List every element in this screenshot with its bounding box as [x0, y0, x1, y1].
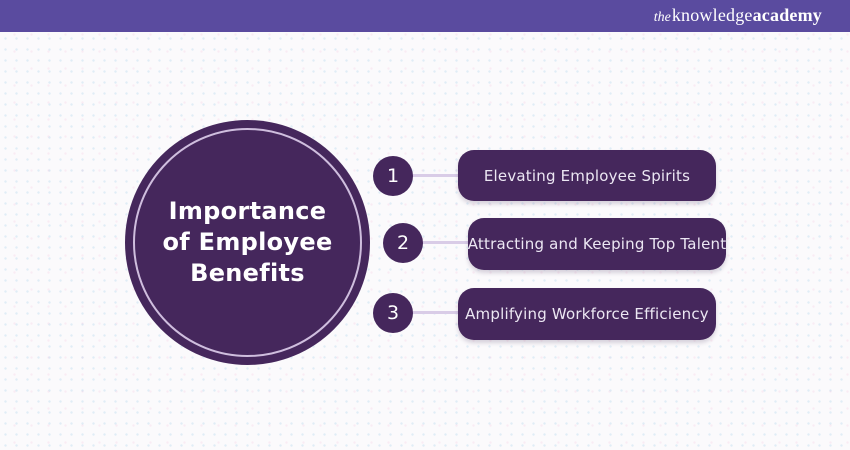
brand-logo-the: the: [653, 9, 671, 25]
step-3-benefit-pill: Amplifying Workforce Efficiency: [458, 288, 716, 340]
header-bar: theknowledgeacademy: [0, 0, 850, 32]
step-3-connector-line: [408, 311, 464, 314]
diagram-title-line-1: Importance: [168, 197, 327, 225]
diagram-title-line-3: Benefits: [190, 259, 305, 287]
step-2-benefit-label: Attracting and Keeping Top Talent: [467, 235, 727, 253]
step-1-benefit-label: Elevating Employee Spirits: [483, 166, 691, 185]
step-1-connector-line: [408, 174, 464, 177]
central-topic-circle: Importance of Employee Benefits: [125, 120, 370, 365]
brand-logo-knowledge: knowledge: [671, 4, 753, 25]
diagram-title-line-2: of Employee: [162, 228, 333, 256]
step-1-benefit-pill: Elevating Employee Spirits: [458, 150, 716, 201]
step-1-number-badge: 1: [373, 156, 413, 196]
step-2-benefit-pill: Attracting and Keeping Top Talent: [468, 218, 726, 270]
brand-logo: theknowledgeacademy: [654, 0, 822, 34]
step-2-number-badge: 2: [383, 223, 423, 263]
step-3-number-badge: 3: [373, 293, 413, 333]
diagram-title: Importance of Employee Benefits: [162, 196, 332, 289]
step-3-benefit-label: Amplifying Workforce Efficiency: [465, 305, 709, 323]
brand-logo-academy: academy: [752, 4, 822, 25]
step-2-connector-line: [418, 241, 474, 244]
